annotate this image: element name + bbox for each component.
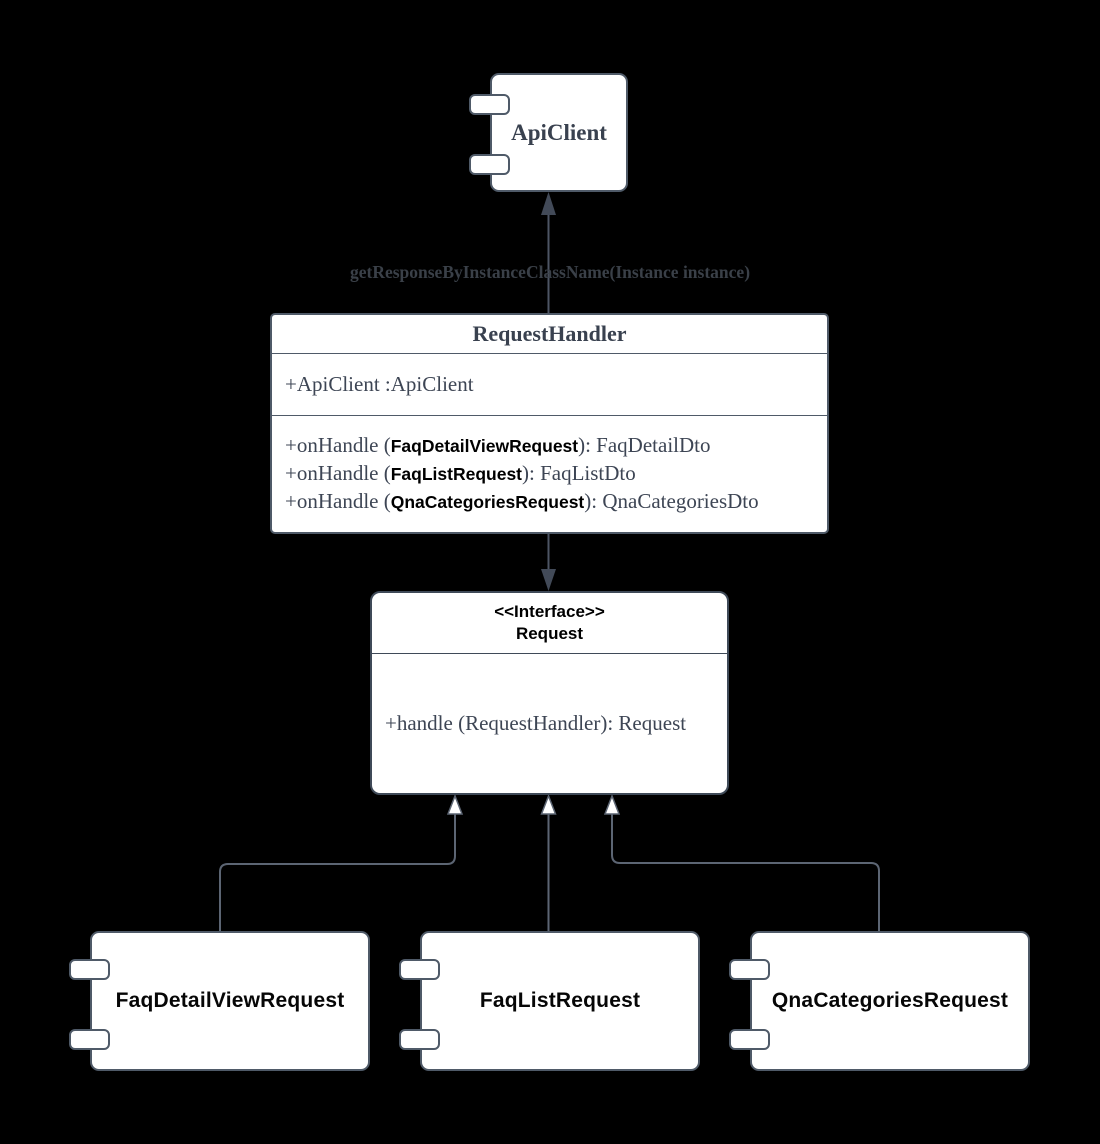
component-port-icon xyxy=(399,959,440,980)
realization-connector-faqdetailview xyxy=(219,793,464,931)
request-handler-title: RequestHandler xyxy=(272,315,827,354)
realization-connector-qnacategories xyxy=(603,793,880,931)
method-prefix: +onHandle ( xyxy=(285,433,391,457)
api-client-component[interactable]: ApiClient xyxy=(469,73,628,192)
qna-categories-request-title: QnaCategoriesRequest xyxy=(771,989,1009,1012)
interface-stereotype: <<Interface>> xyxy=(494,602,605,621)
method-suffix: ): FaqListDto xyxy=(522,461,636,485)
faq-list-request-component[interactable]: FaqListRequest xyxy=(399,931,700,1071)
call-arrow-to-apiclient xyxy=(541,192,556,313)
component-port-icon xyxy=(69,1029,110,1050)
component-port-icon xyxy=(469,94,510,115)
method-row: +onHandle (FaqListRequest): FaqListDto xyxy=(285,460,827,488)
method-row: +onHandle (FaqDetailViewRequest): FaqDet… xyxy=(285,432,827,460)
request-interface[interactable]: <<Interface>> Request +handle (RequestHa… xyxy=(370,591,729,795)
component-port-icon xyxy=(399,1029,440,1050)
method-param: FaqListRequest xyxy=(390,464,523,484)
faq-detail-view-request-component[interactable]: FaqDetailViewRequest xyxy=(69,931,370,1071)
api-client-title: ApiClient xyxy=(511,119,607,145)
method-prefix: +onHandle ( xyxy=(285,489,391,513)
method-row: +onHandle (QnaCategoriesRequest): QnaCat… xyxy=(285,488,827,516)
interface-title: Request xyxy=(515,624,584,643)
qna-categories-request-component[interactable]: QnaCategoriesRequest xyxy=(729,931,1030,1071)
request-handler-class[interactable]: RequestHandler +ApiClient :ApiClient +on… xyxy=(270,313,829,534)
method-prefix: +onHandle ( xyxy=(285,461,391,485)
method-param: QnaCategoriesRequest xyxy=(390,492,585,512)
method-row: +handle (RequestHandler): Request xyxy=(385,711,687,735)
faq-detail-view-request-title: FaqDetailViewRequest xyxy=(115,989,345,1012)
call-edge-label: getResponseByInstanceClassName(Instance … xyxy=(349,262,751,282)
component-port-icon xyxy=(729,1029,770,1050)
component-port-icon xyxy=(69,959,110,980)
method-suffix: ): QnaCategoriesDto xyxy=(584,489,759,513)
dependency-arrow-to-request xyxy=(541,534,556,591)
faq-list-request-title: FaqListRequest xyxy=(479,989,641,1012)
component-port-icon xyxy=(729,959,770,980)
attribute-row: +ApiClient :ApiClient xyxy=(285,372,474,396)
component-port-icon xyxy=(469,154,510,175)
method-suffix: ): FaqDetailDto xyxy=(578,433,711,457)
realization-connector-faqlist xyxy=(540,793,557,931)
method-param: FaqDetailViewRequest xyxy=(390,436,579,456)
